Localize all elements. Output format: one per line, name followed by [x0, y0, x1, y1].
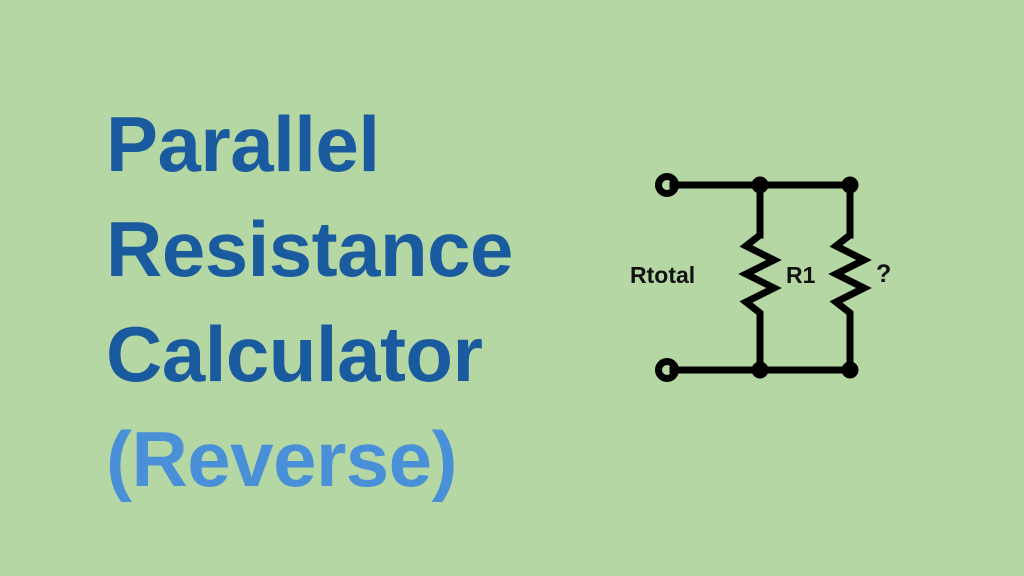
resistor-symbol-r1: [738, 231, 782, 324]
node-dot-top-left: [751, 176, 769, 194]
title-line-4: (Reverse): [106, 415, 458, 503]
bottom-terminal-open-circle-icon: [655, 358, 679, 382]
title-line-1: Parallel: [106, 100, 380, 188]
resistor-symbol-unknown: [828, 231, 872, 324]
node-dot-bottom-left: [751, 361, 769, 379]
top-terminal-open-circle-icon: [655, 173, 679, 197]
title-line-3: Calculator: [106, 310, 483, 398]
label-unknown-resistor: ?: [876, 260, 892, 288]
node-dot-top-right: [841, 176, 859, 194]
circuit-wires: [669, 181, 854, 374]
circuit-schematic-svg: [655, 173, 872, 382]
page-title: Parallel Resistance Calculator (Reverse): [106, 92, 626, 512]
parallel-resistor-circuit-diagram: Rtotal R1 ?: [600, 150, 940, 410]
title-line-2: Resistance: [106, 205, 513, 293]
label-rtotal: Rtotal: [630, 262, 696, 288]
label-r1: R1: [786, 262, 816, 288]
node-dot-bottom-right: [841, 361, 859, 379]
